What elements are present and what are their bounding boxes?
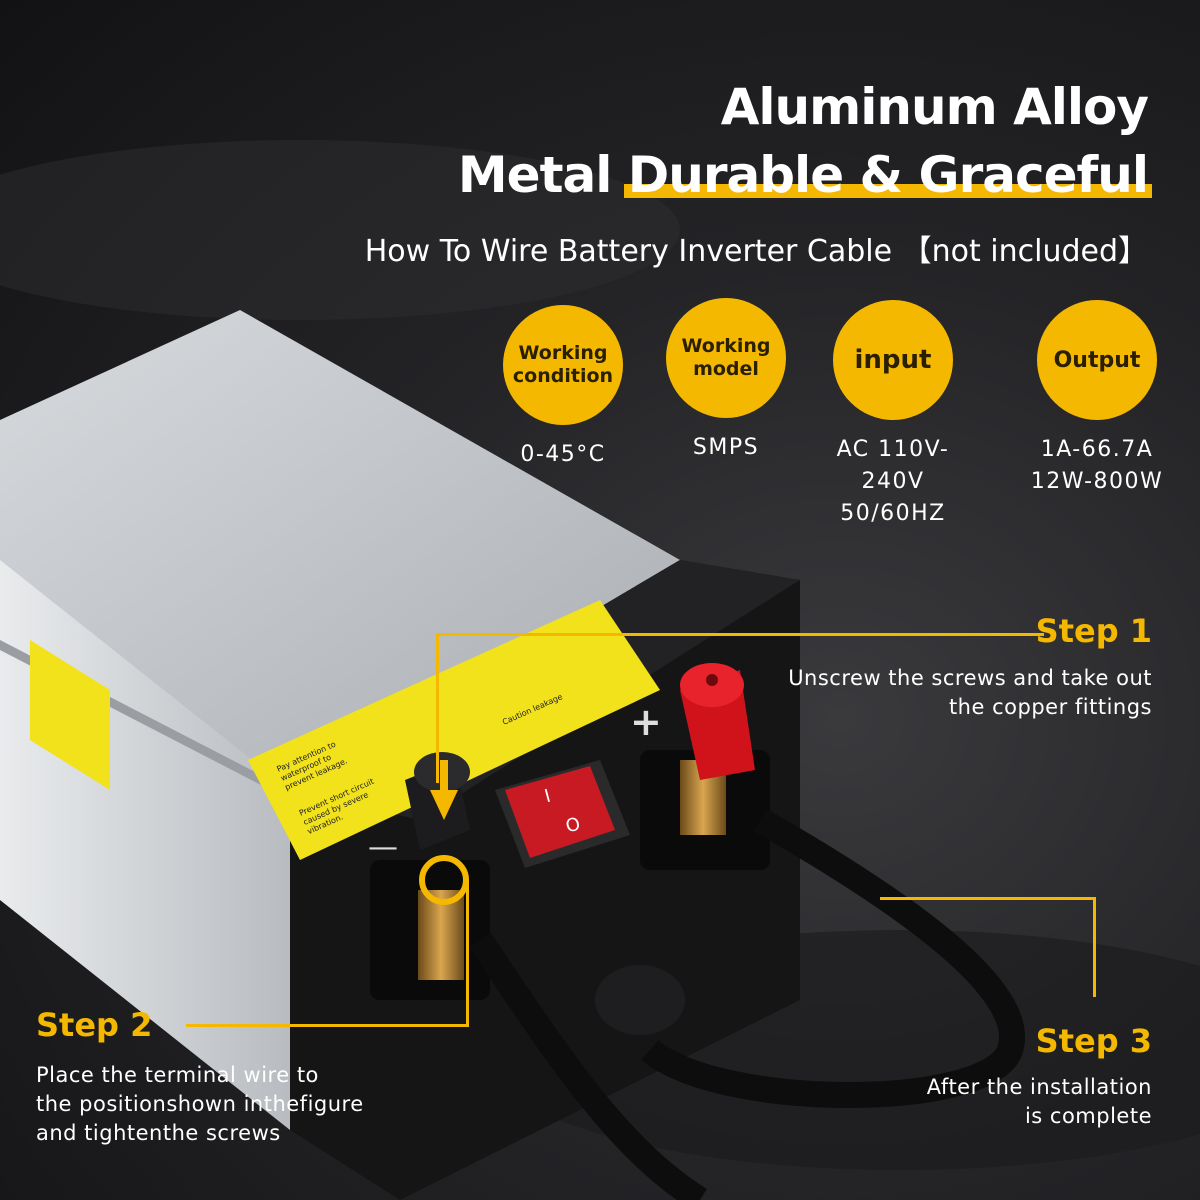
- spec-label: Working: [681, 335, 771, 357]
- spec-label: Output: [1053, 347, 1141, 373]
- step2-text-line: Place the terminal wire to: [36, 1063, 319, 1087]
- step2-text-line: and tightenthe screws: [36, 1121, 281, 1145]
- spec-value: 0-45°C: [520, 442, 606, 467]
- spec-badge: input: [833, 300, 953, 420]
- spec-output: Output 1A-66.7A 12W-800W: [1012, 300, 1182, 498]
- spec-input: input AC 110V-240V 50/60HZ: [808, 300, 978, 530]
- step3-text-line: is complete: [1024, 1104, 1152, 1128]
- step3-text-line: After the installation: [926, 1075, 1152, 1099]
- headline-line2: Metal Durable & Graceful: [457, 146, 1153, 204]
- spec-label: input: [854, 344, 932, 375]
- step1-text-line: the copper fittings: [948, 695, 1152, 719]
- spec-value: SMPS: [692, 435, 760, 460]
- spec-value: 12W-800W: [1030, 469, 1164, 494]
- spec-value: 50/60HZ: [840, 501, 946, 526]
- step3-callout-line: [880, 897, 1095, 900]
- step2-callout-line: [186, 1024, 469, 1027]
- headline-line1: Aluminum Alloy: [720, 78, 1149, 136]
- spec-badge: Output: [1037, 300, 1157, 420]
- minus-symbol: —: [368, 830, 398, 865]
- spec-label: Working: [518, 342, 608, 364]
- step2-text: Place the terminal wire to the positions…: [36, 1061, 364, 1148]
- step3-text: After the installation is complete: [927, 1073, 1152, 1131]
- step3-title: Step 3: [1035, 1022, 1152, 1060]
- step2-callout-rise: [466, 880, 469, 1026]
- spec-value: AC 110V-240V: [836, 437, 950, 494]
- plus-symbol: +: [630, 700, 662, 744]
- step1-text: Unscrew the screws and take out the copp…: [788, 664, 1152, 722]
- headline-line2-plain: Metal: [457, 146, 628, 204]
- spec-label: condition: [512, 365, 614, 387]
- spec-value: 1A-66.7A: [1040, 437, 1154, 462]
- step1-text-line: Unscrew the screws and take out: [788, 666, 1152, 690]
- step1-title: Step 1: [1035, 612, 1152, 650]
- spec-label: model: [693, 358, 759, 380]
- step1-callout-line: [436, 633, 1044, 636]
- step2-text-line: the positionshown inthefigure: [36, 1092, 364, 1116]
- step2-title: Step 2: [36, 1006, 153, 1044]
- subtitle: How To Wire Battery Inverter Cable 【not …: [364, 234, 1148, 269]
- step3-callout-drop: [1093, 897, 1096, 997]
- step1-callout-drop: [436, 633, 439, 783]
- headline-highlight: Durable & Graceful: [623, 146, 1153, 204]
